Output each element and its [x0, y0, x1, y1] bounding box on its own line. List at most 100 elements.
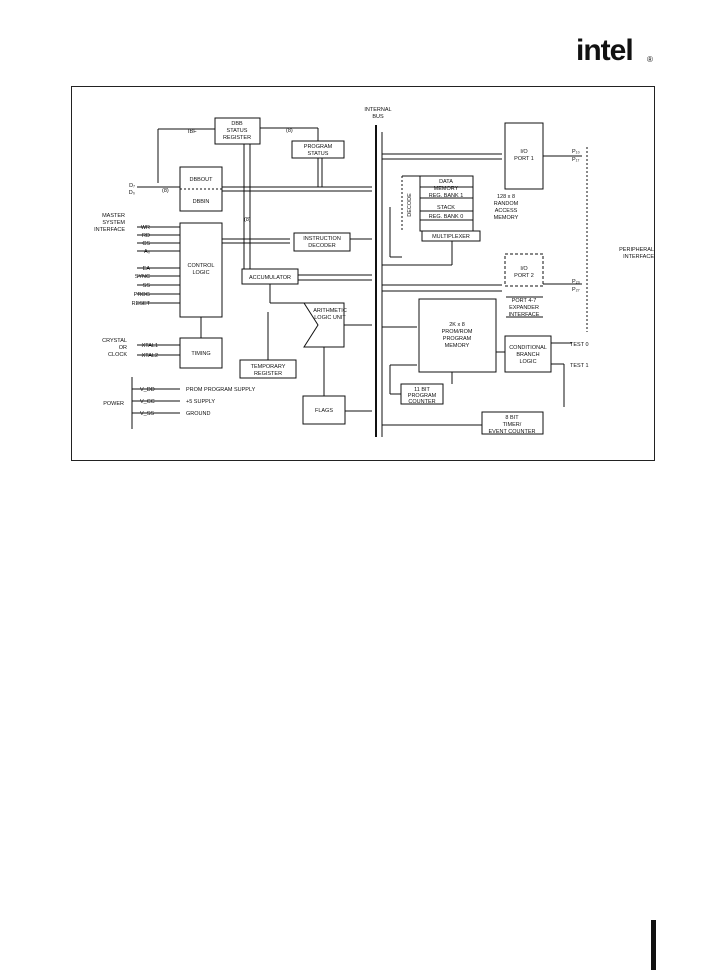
prom-label-3: PROGRAM — [443, 336, 472, 342]
prom-label-4: MEMORY — [445, 343, 470, 349]
block-diagram: INTERNAL BUS DBB STATUS REGISTER PROGRAM… — [94, 107, 654, 437]
ea-label: EA — [143, 266, 151, 272]
cs-label: CS — [142, 241, 150, 247]
internal-bus-label-1: INTERNAL — [364, 107, 391, 113]
io-port-2-label-2: PORT 2 — [514, 273, 534, 279]
timing-label: TIMING — [191, 351, 210, 357]
test1-label: TEST 1 — [570, 363, 589, 369]
expander-label-2: EXPANDER — [509, 305, 539, 311]
master-label-3: INTERFACE — [94, 227, 125, 233]
p17-label: P₁₇ — [572, 157, 580, 163]
crystal-label-3: CLOCK — [108, 352, 127, 358]
control-logic-label-2: LOGIC — [192, 270, 209, 276]
timer-label-1: 8 BIT — [505, 415, 519, 421]
intel-logo: intel ® — [574, 30, 660, 76]
block-diagram-frame: INTERNAL BUS DBB STATUS REGISTER PROGRAM… — [71, 86, 655, 461]
logo-text: intel — [576, 34, 633, 67]
pc-label-1: 11 BIT — [414, 387, 430, 393]
stack-label: STACK — [437, 205, 455, 211]
eight-b-label: (8) — [244, 217, 251, 223]
vss-desc: GROUND — [186, 411, 210, 417]
d7-label: D₇ — [129, 183, 135, 189]
pc-label-3: COUNTER — [408, 399, 435, 405]
a0-label: A₀ — [144, 249, 150, 255]
reg-bank-1-label: REG. BANK 1 — [429, 193, 464, 199]
flags-label: FLAGS — [315, 408, 333, 414]
vss-label: V_SS — [140, 411, 154, 417]
accumulator-label: ACCUMULATOR — [249, 275, 291, 281]
alu-label-2: LOGIC UNIT — [314, 315, 346, 321]
crystal-label-1: CRYSTAL — [102, 338, 127, 344]
instruction-decoder-box — [293, 232, 351, 252]
vdd-label: V_DD — [140, 387, 155, 393]
ram-note-4: MEMORY — [494, 215, 519, 221]
reg-bank-0-label: REG. BANK 0 — [429, 214, 464, 220]
cbl-label-2: BRANCH — [516, 352, 539, 358]
prom-box — [418, 298, 497, 373]
multiplexer-box — [421, 230, 481, 242]
cbl-label-1: CONDITIONAL — [509, 345, 547, 351]
dbb-label-2: STATUS — [227, 128, 248, 134]
prog-label: PROG — [134, 292, 150, 298]
dbb-label-3: REGISTER — [223, 135, 251, 141]
master-label-1: MASTER — [102, 213, 125, 219]
xtal2-label: XTAL2 — [142, 353, 158, 359]
p10-label: P₁₀ — [572, 149, 580, 155]
dbb-status-register-box — [214, 117, 261, 145]
io-port-1-label-2: PORT 1 — [514, 156, 534, 162]
power-label: POWER — [103, 401, 124, 407]
timer-label-3: EVENT COUNTER — [489, 429, 536, 435]
multiplexer-label: MULTIPLEXER — [432, 234, 470, 240]
timer-label-2: TIMER/ — [503, 422, 522, 428]
instruction-decoder-label-2: DECODER — [308, 243, 336, 249]
instruction-decoder-label-1: INSTRUCTION — [303, 236, 341, 242]
ram-note-2: RANDOM — [494, 201, 519, 207]
dbbout-label: DBBOUT — [190, 177, 214, 183]
expander-label-3: INTERFACE — [509, 312, 540, 318]
control-logic-label-1: CONTROL — [188, 263, 215, 269]
program-status-label-2: STATUS — [308, 151, 329, 157]
master-label-2: SYSTEM — [102, 220, 125, 226]
ram-note-3: ACCESS — [495, 208, 518, 214]
pc-label-2: PROGRAM — [408, 393, 437, 399]
ram-note-1: 128 x 8 — [497, 194, 515, 200]
eight-a-label: (8) — [162, 188, 169, 194]
p20-label: P₂₀ — [572, 279, 580, 285]
reset-label: RESET — [132, 301, 151, 307]
temporary-register-label-1: TEMPORARY — [251, 364, 286, 370]
decode-label: DECODE — [407, 193, 413, 217]
page-edge-bar — [651, 920, 656, 970]
vcc-label: V_CC — [140, 399, 155, 405]
obf-label: (8) — [286, 128, 293, 134]
dbbin-label: DBBIN — [193, 199, 210, 205]
registered-mark: ® — [647, 55, 653, 64]
p27-label: P₂₇ — [572, 287, 580, 293]
temporary-register-label-2: REGISTER — [254, 371, 282, 377]
ibf-label: IBF — [188, 129, 197, 135]
cbl-label-3: LOGIC — [519, 359, 536, 365]
program-status-label-1: PROGRAM — [304, 144, 333, 150]
rd-label: RD — [142, 233, 150, 239]
io-port-2-label-1: I/O — [520, 266, 528, 272]
vdd-desc: PROM PROGRAM SUPPLY — [186, 387, 256, 393]
alu-label-1: ARITHMETIC — [313, 308, 347, 314]
vcc-desc: +5 SUPPLY — [186, 399, 215, 405]
data-memory-label-1: DATA — [439, 179, 453, 185]
io-port-1-label-1: I/O — [520, 149, 528, 155]
dbb-label-1: DBB — [231, 121, 243, 127]
internal-bus-label-2: BUS — [372, 114, 384, 120]
data-memory-label-2: MEMORY — [434, 186, 459, 192]
prom-label-1: 2K x 8 — [449, 322, 465, 328]
test0-label: TEST 0 — [570, 342, 589, 348]
prom-label-2: PROM/ROM — [442, 329, 473, 335]
d0-label: D₀ — [129, 190, 135, 196]
xtal1-label: XTAL1 — [142, 343, 158, 349]
peripheral-label-2: INTERFACE — [623, 254, 654, 260]
ss-label: SS — [143, 283, 151, 289]
peripheral-label-1: PERIPHERAL — [619, 247, 654, 253]
expander-label-1: PORT 4-7 — [512, 298, 537, 304]
timer-box — [481, 411, 544, 435]
crystal-label-2: OR — [119, 345, 127, 351]
sync-label: SYNC — [135, 274, 150, 280]
wr-label: WR — [141, 225, 150, 231]
